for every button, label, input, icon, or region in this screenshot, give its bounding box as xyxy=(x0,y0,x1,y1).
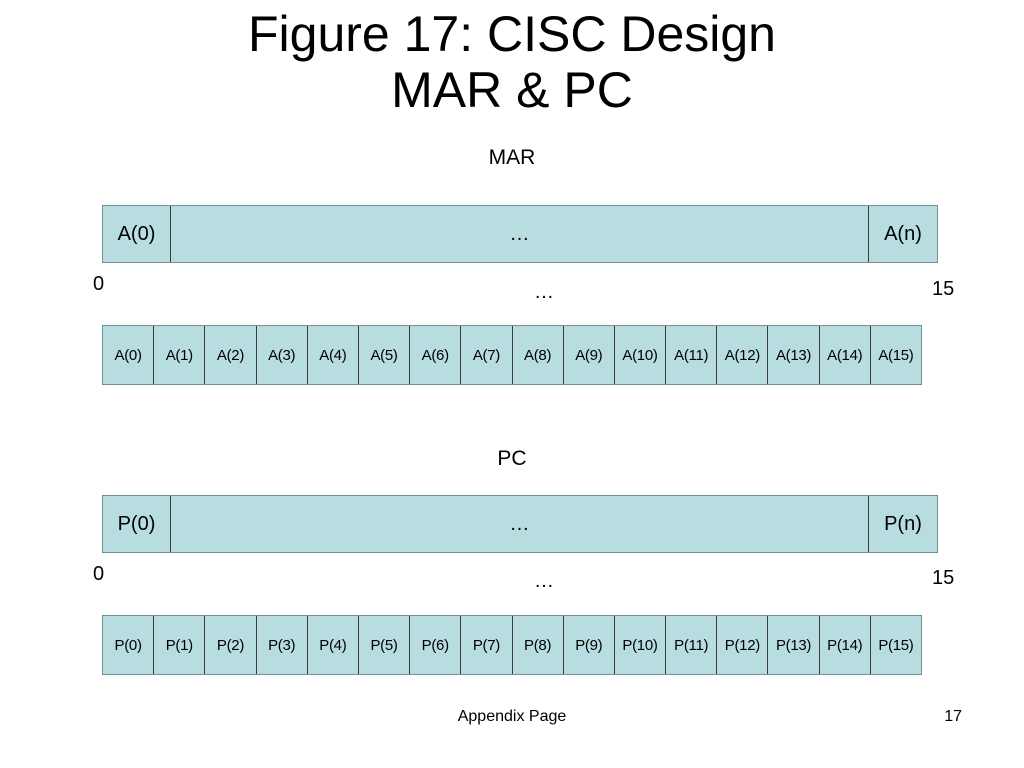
mar-bit-cell-6: A(6) xyxy=(410,326,462,384)
pc-summary-cell-middle: … xyxy=(171,496,869,552)
mar-summary-cell-first: A(0) xyxy=(103,206,171,262)
footer-text: Appendix Page xyxy=(457,708,567,725)
slide-title: Figure 17: CISC Design MAR & PC xyxy=(0,6,1024,118)
mar-bit-cell-5: A(5) xyxy=(359,326,411,384)
mar-bit-cell-11: A(11) xyxy=(666,326,718,384)
pc-bit-cell-11: P(11) xyxy=(666,616,718,674)
mar-bit-cell-10: A(10) xyxy=(615,326,667,384)
mar-bit-cell-0: A(0) xyxy=(103,326,155,384)
pc-summary-cell-last: P(n) xyxy=(884,512,922,535)
pc-start-index: 0 xyxy=(93,563,105,585)
mar-bit-cell-1: A(1) xyxy=(154,326,206,384)
mar-bit-cell-12: A(12) xyxy=(717,326,769,384)
pc-bit-cell-4: P(4) xyxy=(308,616,359,674)
pc-bit-cell-3: P(3) xyxy=(257,616,308,674)
mar-bit-cell-7: A(7) xyxy=(461,326,513,384)
pc-label: PC xyxy=(497,447,527,470)
pc-bit-cell-12: P(12) xyxy=(717,616,769,674)
pc-summary-register: P(0) … P(n) xyxy=(102,495,938,553)
mar-bit-cell-9: A(9) xyxy=(564,326,615,384)
mar-end-index: 15 xyxy=(932,278,955,300)
mar-summary-cell-middle: … xyxy=(171,206,869,262)
mar-bits-ellipsis: … xyxy=(534,281,554,303)
pc-bit-cell-8: P(8) xyxy=(513,616,564,674)
pc-bit-cell-6: P(6) xyxy=(410,616,462,674)
pc-bit-cell-5: P(5) xyxy=(359,616,411,674)
pc-summary-cell-first: P(0) xyxy=(103,496,171,552)
slide-title-line-1: Figure 17: CISC Design xyxy=(247,6,776,62)
mar-summary-cell-last: A(n) xyxy=(884,222,922,245)
slide-title-line-2: MAR & PC xyxy=(391,62,633,118)
mar-bit-cell-3: A(3) xyxy=(257,326,308,384)
mar-label: MAR xyxy=(488,146,536,169)
pc-bit-cell-7: P(7) xyxy=(461,616,513,674)
pc-bit-cell-14: P(14) xyxy=(820,616,871,674)
mar-bit-register: A(0)A(1)A(2)A(3)A(4)A(5)A(6)A(7)A(8)A(9)… xyxy=(102,325,922,385)
mar-bit-cell-8: A(8) xyxy=(513,326,564,384)
pc-bit-cell-0: P(0) xyxy=(103,616,155,674)
pc-bits-ellipsis: … xyxy=(534,570,554,592)
mar-bit-cell-15: A(15) xyxy=(878,346,914,364)
mar-bit-cell-4: A(4) xyxy=(308,326,359,384)
mar-bit-cell-14: A(14) xyxy=(820,326,871,384)
pc-bit-cell-15: P(15) xyxy=(878,636,914,654)
pc-bit-register: P(0)P(1)P(2)P(3)P(4)P(5)P(6)P(7)P(8)P(9)… xyxy=(102,615,922,675)
page-number: 17 xyxy=(944,708,962,725)
pc-bit-cell-10: P(10) xyxy=(615,616,667,674)
mar-bit-cell-2: A(2) xyxy=(205,326,257,384)
pc-bit-cell-9: P(9) xyxy=(564,616,615,674)
mar-start-index: 0 xyxy=(93,273,105,295)
mar-bit-cell-13: A(13) xyxy=(768,326,820,384)
mar-summary-register: A(0) … A(n) xyxy=(102,205,938,263)
pc-bit-cell-1: P(1) xyxy=(154,616,206,674)
pc-bit-cell-2: P(2) xyxy=(205,616,257,674)
pc-bit-cell-13: P(13) xyxy=(768,616,820,674)
pc-end-index: 15 xyxy=(932,567,955,589)
